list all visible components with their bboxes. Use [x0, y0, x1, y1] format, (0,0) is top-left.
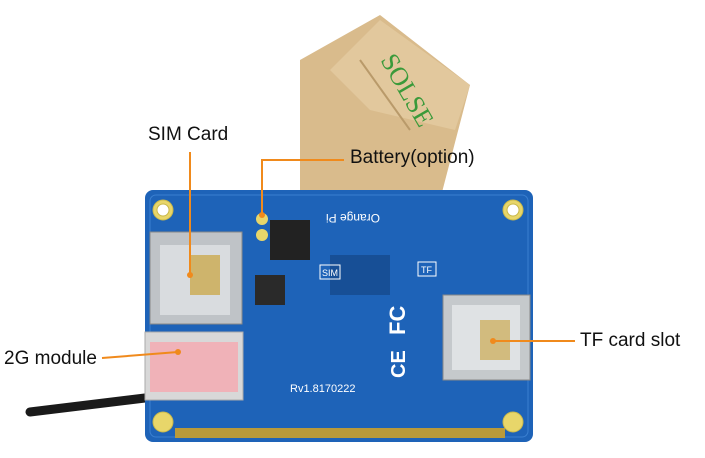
tf-card-slot [442, 294, 531, 381]
revision-text: Rv1.8170222 [290, 383, 355, 395]
antenna [25, 393, 150, 417]
module-leader [101, 351, 179, 359]
2g-module [144, 331, 244, 401]
adhesive-tape: SOLSE [300, 15, 470, 200]
gpio-header [175, 428, 505, 438]
tf-card-slot-label: TF card slot [580, 330, 681, 351]
brand-logo-text: Orange Pi [326, 211, 380, 225]
ce-mark: CE [388, 350, 410, 378]
tf-silkscreen: TF [421, 265, 432, 275]
battery-leader [261, 159, 344, 215]
sim-card-label: SIM Card [148, 124, 229, 145]
fcc-mark: FC [385, 306, 410, 335]
mounting-holes [152, 199, 524, 433]
sim-silkscreen: SIM [322, 268, 338, 278]
2g-module-label: 2G module [4, 348, 97, 369]
battery-label: Battery(option) [350, 147, 475, 168]
leader-lines [101, 152, 575, 359]
sim-card-slot [149, 231, 243, 325]
